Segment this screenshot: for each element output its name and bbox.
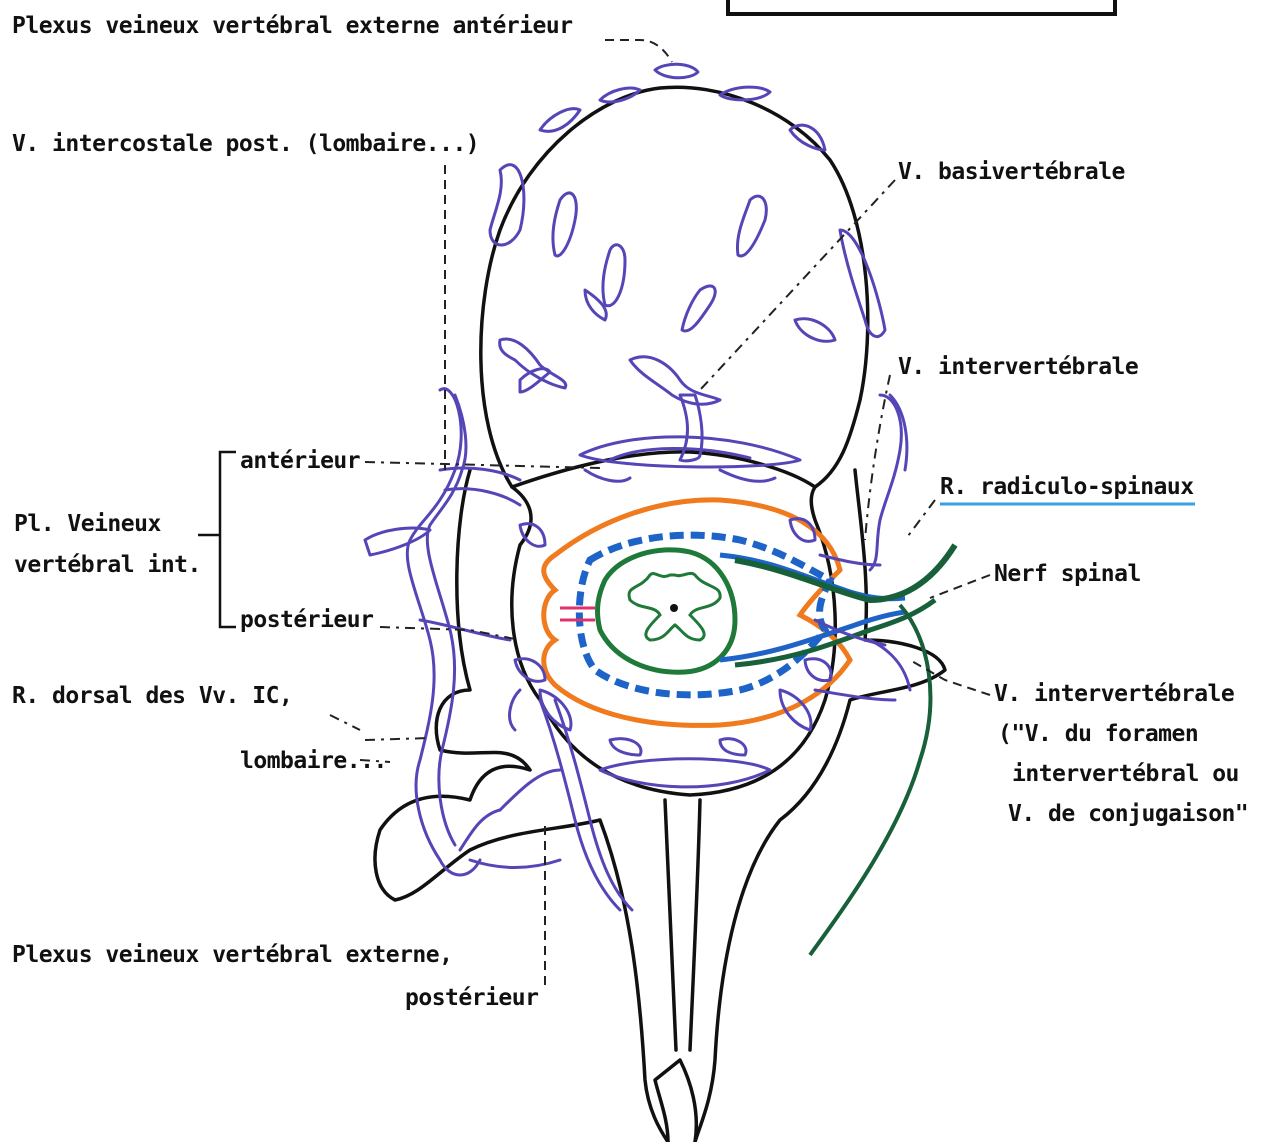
label-intervertebral-bottom-line3: intervertébral ou — [1012, 760, 1239, 789]
label-intervertebral-bottom-line2: ("V. du foramen — [998, 720, 1198, 749]
label-spinal-nerve: Nerf spinal — [994, 560, 1141, 589]
leader-int-ant — [365, 462, 600, 468]
central-canal — [670, 604, 678, 612]
label-intervertebral-bottom-line1: V. intervertébrale — [994, 680, 1234, 709]
leader-ext-ant — [605, 40, 672, 62]
label-intervertebral-top: V. intervertébrale — [898, 353, 1138, 382]
leader-intervertebral-top — [865, 375, 890, 540]
int-plexus-bracket — [198, 452, 236, 627]
label-int-plexus-post: postérieur — [240, 606, 373, 635]
title-box — [728, 0, 1115, 14]
label-radiculo: R. radiculo-spinaux — [940, 473, 1194, 502]
leader-intervertebral-bottom — [910, 660, 990, 695]
label-intercostal: V. intercostale post. (lombaire...) — [12, 130, 479, 159]
leader-nerve — [930, 575, 990, 598]
label-int-plexus-ant: antérieur — [240, 447, 360, 476]
spinal-cord — [598, 550, 735, 672]
label-dorsal-branch-line2: lombaire... — [240, 747, 387, 776]
label-int-plexus-line1: Pl. Veineux — [14, 510, 161, 539]
label-ext-post-plexus-line1: Plexus veineux vertébral externe, — [12, 941, 452, 970]
label-ext-post-plexus-line2: postérieur — [405, 984, 538, 1013]
label-int-plexus-line2: vertébral int. — [14, 551, 201, 580]
leader-radiculo — [905, 500, 935, 540]
label-dorsal-branch-line1: R. dorsal des Vv. IC, — [12, 682, 292, 711]
spinal-nerve — [735, 545, 955, 600]
spinal-nerve-ventral-ramus — [810, 605, 930, 955]
label-basivertebral: V. basivertébrale — [898, 158, 1125, 187]
spinous-inner — [665, 800, 700, 1050]
vein-network — [365, 64, 910, 910]
label-ext-ant-plexus: Plexus veineux vertébral externe antérie… — [12, 12, 573, 41]
label-intervertebral-bottom-line4: V. de conjugaison" — [1008, 800, 1248, 829]
